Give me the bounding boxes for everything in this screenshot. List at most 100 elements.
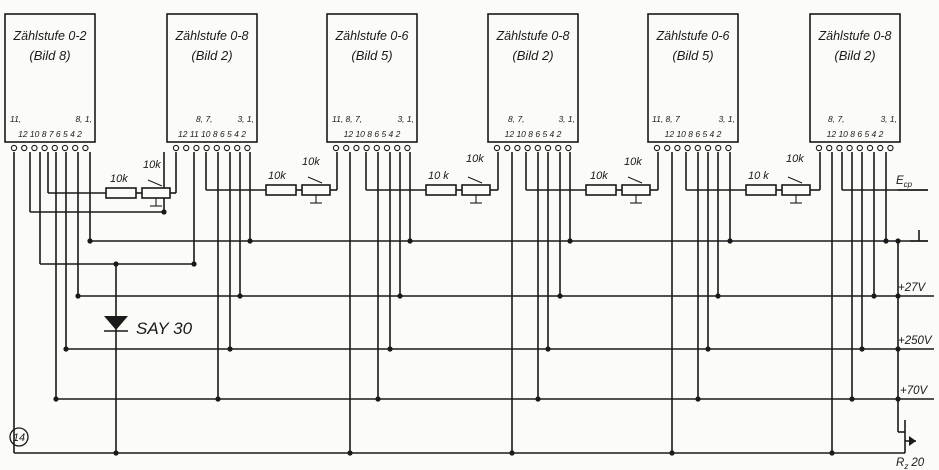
pin-terminal [846,144,853,152]
resistor-stage-3: 10 k 10k [425,153,499,204]
pin-terminal [51,144,58,152]
pin-terminal [183,144,190,152]
junction-dot [895,396,901,402]
pin-terminal [493,144,501,152]
module-pin-top-left: 11, [10,114,21,124]
junction-dot [53,396,59,402]
fixed-resistor-label: 10k [590,170,608,182]
pin-terminal [684,144,691,152]
junction-dot [247,238,253,244]
pin-terminal [704,144,712,152]
pin-terminal [877,144,884,152]
module-subtitle: (Bild 5) [351,48,392,63]
module-pin-row: 12 11 10 8 6 5 4 2 [178,129,246,139]
module-pin-row: 12 10 8 6 5 4 2 [665,129,722,139]
pin-terminal [534,144,541,152]
module-pin-top-left: 11, 8, 7 [652,114,680,124]
pin-terminal [82,144,89,152]
fixed-resistor-label: 10 k [428,170,449,182]
diode-symbol [104,316,128,330]
pin-terminal [565,144,572,152]
tube-contact-arrow [909,436,916,446]
pin-terminal [21,144,28,152]
junction-dot [75,293,81,299]
junction-dot [545,346,551,352]
junction-dot [87,238,93,244]
module-title: Zählstufe 0-2 [13,29,87,43]
junction-dot [849,396,855,402]
pin-terminal [826,144,833,152]
module-pin-top-right: 3, 1, [558,114,575,124]
pin-terminal [544,144,552,152]
pin-terminal [332,144,340,152]
module-pin-top-right: 8, 1, [75,114,92,124]
pin-terminal [664,144,671,152]
module-pin-top-left: 8, 7, [508,114,525,124]
module-4-wiring [497,152,586,453]
junction-dot [191,261,197,267]
pot-label: 10k [624,156,642,168]
module-1: Zählstufe 0-2 (Bild 8) 11, 8, 1, 12 10 8… [4,13,96,143]
module-subtitle: (Bild 2) [191,48,232,63]
junction-dot [669,450,675,456]
junction-dot [113,450,119,456]
rail-250v-label: +250V [898,335,933,347]
module-pin-top-right: 3, 1, [880,114,897,124]
junction-dot [113,261,119,267]
pin-terminal [836,144,843,152]
pin-terminal [674,144,681,152]
junction-dot [387,346,393,352]
pin-terminal [203,144,210,152]
fixed-resistor-label: 10k [110,173,128,185]
pin-terminal [72,144,79,152]
junction-dot [895,293,901,299]
pot-label: 10k [466,153,484,165]
pin-terminal [856,144,863,152]
junction-dot [215,396,221,402]
module-title: Zählstufe 0-6 [656,29,730,43]
module-title: Zählstufe 0-8 [818,29,892,43]
resistor-stage-5: 10 k 10k [745,153,821,204]
junction-dot [407,238,413,244]
pin-terminal [343,144,350,152]
junction-dot [375,396,381,402]
module-title: Zählstufe 0-8 [175,29,249,43]
rail-27v-label: +27V [898,282,927,294]
pin-terminal [244,144,251,152]
pin-terminal [725,144,732,152]
module-3: Zählstufe 0-6 (Bild 5) 11, 8, 7, 3, 1, 1… [326,13,418,143]
junction-dot [397,293,403,299]
module-3-wiring [336,152,426,453]
pot-label: 10k [302,156,320,168]
pin-terminal [394,144,401,152]
module-pin-top-left: 8, 7, [196,114,213,124]
module-pin-circles [10,144,894,152]
pin-terminal [223,144,231,152]
module-5-wiring [657,152,746,453]
pin-terminal [193,144,200,152]
junction-dots [53,209,901,456]
resistor-stage-1: 10k 10k [48,159,177,207]
junction-dot [567,238,573,244]
module-2: Zählstufe 0-8 (Bild 2) 8, 7, 3, 1, 12 11… [166,13,258,143]
module-title: Zählstufe 0-8 [496,29,570,43]
junction-dot [871,293,877,299]
fixed-resistor-label: 10k [268,170,286,182]
junction-dot [63,346,69,352]
resistor-stage-4: 10k 10k [585,156,659,204]
pin-terminal [694,144,701,152]
figure-number: 14 [13,432,25,444]
module-6: Zählstufe 0-8 (Bild 2) 8, 7, 3, 1, 12 10… [809,13,901,143]
module-pin-top-right: 3, 1, [397,114,414,124]
resistor-stage-2: 10k 10k [265,156,338,204]
pin-terminal [373,144,380,152]
pin-terminal [504,144,511,152]
junction-dot [715,293,721,299]
junction-dot [227,346,233,352]
junction-dot [859,346,865,352]
pin-terminal [514,144,521,152]
pin-terminal [383,144,391,152]
pin-terminal [213,144,220,152]
pin-terminal [715,144,722,152]
pin-terminal [172,144,180,152]
